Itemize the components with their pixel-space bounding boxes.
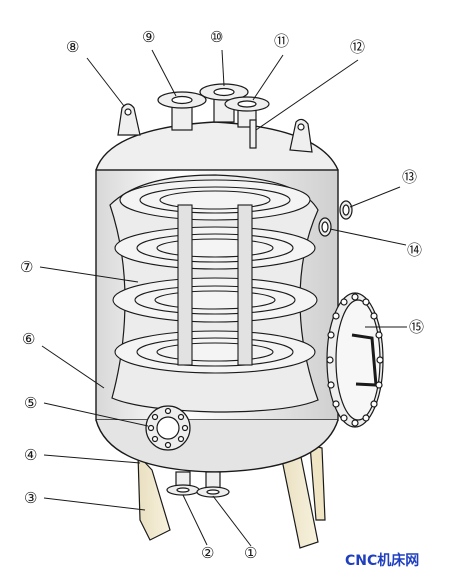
callout-3: ③ [24, 489, 37, 507]
callout-10: ⑩ [210, 28, 223, 46]
callout-4: ④ [24, 446, 37, 464]
callout-5: ⑤ [24, 394, 37, 412]
heat-exchange-coil [112, 179, 318, 374]
callout-7: ⑦ [20, 258, 33, 276]
bottom-nozzles [166, 471, 230, 498]
manhole-handle [351, 333, 378, 387]
callout-12: ⑫ [350, 38, 365, 56]
top-fittings [117, 83, 313, 153]
callout-9: ⑨ [142, 28, 155, 46]
lifting-lug-right [289, 118, 313, 153]
callout-15: ⑮ [409, 318, 424, 336]
cutaway-window [109, 174, 319, 413]
manhole-15 [326, 292, 384, 428]
support-legs [137, 444, 326, 549]
manhole-bolts [326, 293, 384, 427]
callout-6: ⑥ [22, 330, 35, 348]
lifting-lug-left [117, 103, 141, 136]
callout-14: ⑭ [407, 241, 422, 259]
callout-1: ① [244, 544, 257, 562]
callout-2: ② [201, 544, 214, 562]
callout-8: ⑧ [66, 38, 79, 56]
callout-labels: ① ② ③ ④ ⑤ ⑥ ⑦ ⑧ ⑨ ⑩ ⑪ ⑫ ⑬ ⑭ ⑮ [20, 28, 424, 562]
callout-11: ⑪ [274, 32, 289, 50]
leg-rear [309, 444, 326, 521]
side-nozzles [318, 200, 353, 237]
thermometer-12 [249, 119, 257, 149]
callout-13: ⑬ [402, 168, 417, 186]
watermark-text: CNC机床网 [345, 552, 419, 569]
leader-lines [39, 49, 407, 547]
nozzle-5 [145, 405, 191, 451]
